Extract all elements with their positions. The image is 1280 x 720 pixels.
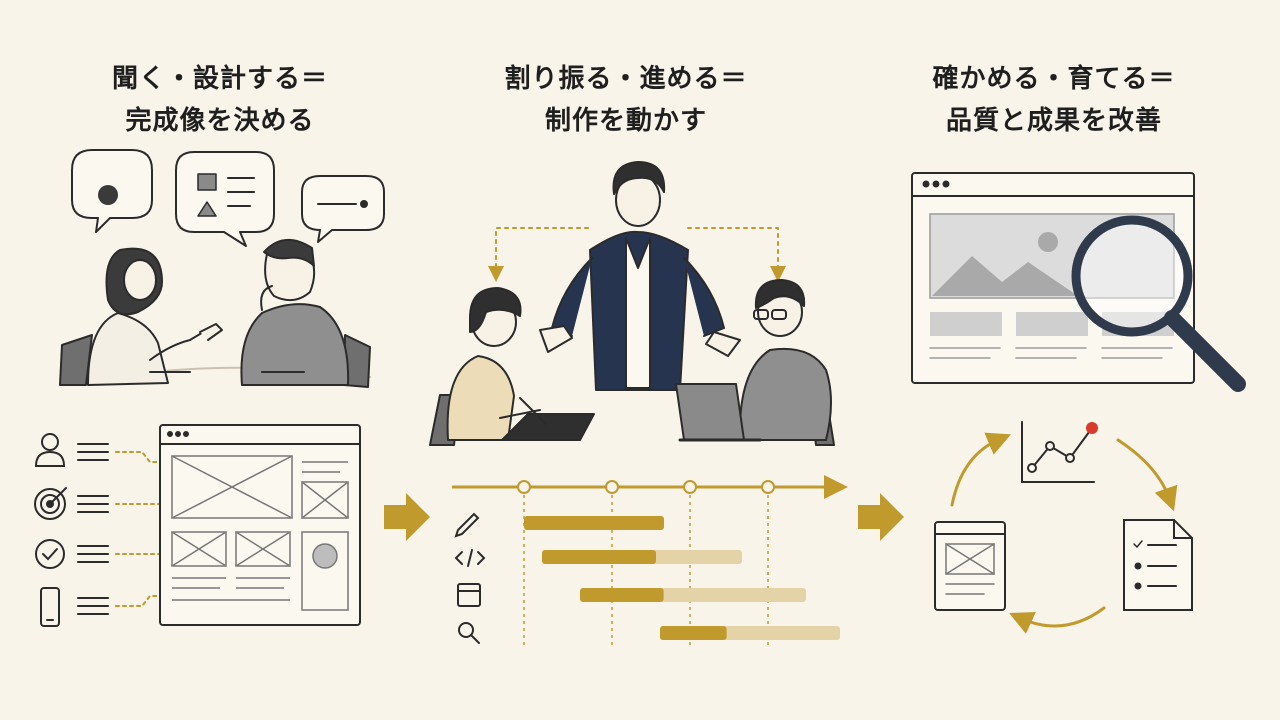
step-1-meeting-scene <box>59 149 385 388</box>
step-2-heading-line-2: 制作を動かす <box>544 106 707 136</box>
gantt-bar-progress <box>660 626 727 640</box>
milestone-marker <box>517 480 531 494</box>
step-3-heading: 確かめる・育てる＝ 品質と成果を改善 <box>874 58 1234 142</box>
gantt-bars <box>524 516 840 640</box>
step-1-heading-line-1: 聞く・設計する＝ <box>111 64 328 94</box>
designer-woman-figure <box>429 287 595 446</box>
manager-figure <box>539 161 741 391</box>
milestone-marker <box>761 480 775 494</box>
arrow-right-icon-1 <box>384 493 430 541</box>
gantt-chart <box>452 475 848 645</box>
step-2-team-scene <box>429 161 835 446</box>
step-1-heading-line-2: 完成像を決める <box>125 106 315 136</box>
smartphone-icon <box>40 587 109 627</box>
search-icon <box>458 622 480 644</box>
step-2-heading-line-1: 割り振る・進める＝ <box>504 64 748 94</box>
speech-bubble-text-icon <box>301 175 385 243</box>
developer-man-figure <box>675 279 835 446</box>
target-icon <box>34 487 109 520</box>
magnifier-icon <box>1071 215 1246 392</box>
user-icon <box>34 433 109 467</box>
step-3-heading-line-2: 品質と成果を改善 <box>945 106 1162 136</box>
gantt-bar-progress <box>580 588 664 602</box>
speech-bubble-circle-icon <box>71 149 153 233</box>
check-circle-icon <box>35 539 109 569</box>
page-mockup-icon <box>934 521 1006 611</box>
improvement-cycle <box>934 421 1193 634</box>
milestone-marker <box>683 480 697 494</box>
code-icon <box>454 549 486 567</box>
assign-arrow-right <box>687 227 786 282</box>
gantt-bar-progress <box>542 550 656 564</box>
arrow-right-icon-2 <box>858 493 904 541</box>
woman-client-figure <box>59 247 223 386</box>
wireframe-mockup <box>159 424 361 626</box>
gantt-bar-progress <box>524 516 664 530</box>
pencil-icon <box>454 512 480 538</box>
step-3-heading-line-1: 確かめる・育てる＝ <box>932 64 1176 94</box>
step-3-review-scene <box>911 172 1246 634</box>
window-icon <box>457 583 481 607</box>
speech-bubble-shapes-icon <box>175 151 275 247</box>
man-designer-figure <box>240 239 371 388</box>
step-1-heading: 聞く・設計する＝ 完成像を決める <box>40 58 400 142</box>
step-2-heading: 割り振る・進める＝ 制作を動かす <box>446 58 806 142</box>
line-chart-icon <box>1021 421 1098 483</box>
milestone-marker <box>605 480 619 494</box>
assign-arrow-left <box>488 227 589 282</box>
checklist-document-icon <box>1123 519 1193 611</box>
step-1-requirement-list <box>34 433 163 627</box>
